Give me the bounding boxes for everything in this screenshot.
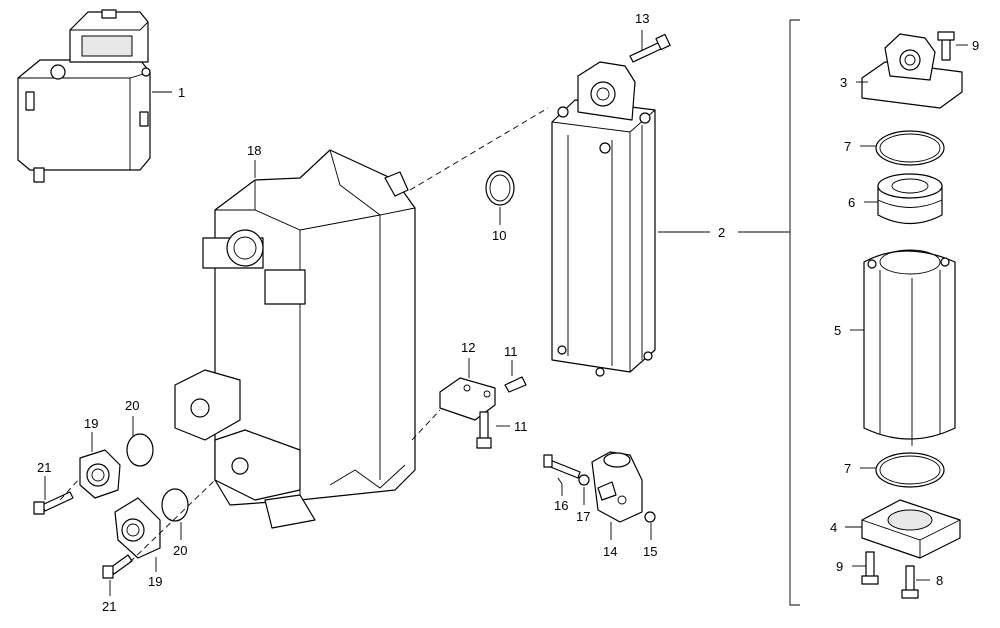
callout-7-lower: 7 <box>844 461 851 476</box>
part-20-o-ring-upper <box>126 433 154 467</box>
callout-21-upper: 21 <box>37 460 51 475</box>
callout-13: 13 <box>635 11 649 26</box>
part-13-bolt <box>629 33 671 63</box>
callout-11-upper: 11 <box>504 344 518 359</box>
part-21-bolt-lower <box>102 554 133 579</box>
part-2-cartridge-housing <box>551 61 656 377</box>
callout-11-lower: 11 <box>514 419 528 434</box>
part-18-housing <box>174 149 416 529</box>
callout-21-lower: 21 <box>102 599 116 614</box>
part-11-bolt-a <box>504 376 527 393</box>
callout-9-top: 9 <box>972 38 979 53</box>
part-11-bolt-b <box>476 411 492 449</box>
callout-7-upper: 7 <box>844 139 851 154</box>
callout-12: 12 <box>461 340 475 355</box>
callout-10: 10 <box>492 228 506 243</box>
group-bracket <box>789 19 800 606</box>
part-8-bolt <box>901 565 919 599</box>
part-19-flange-lower <box>114 497 161 559</box>
part-17-seal <box>578 474 590 486</box>
assembly-dashed-lines <box>59 107 549 563</box>
part-7-o-ring-lower <box>875 452 945 488</box>
part-7-o-ring-upper <box>875 130 945 166</box>
part-20-o-ring-lower <box>161 488 189 522</box>
part-19-flange-upper <box>79 449 121 499</box>
callout-8: 8 <box>936 573 943 588</box>
callout-5: 5 <box>834 323 841 338</box>
callout-16: 16 <box>554 498 568 513</box>
part-15-seal <box>644 511 656 523</box>
callout-19-upper: 19 <box>84 416 98 431</box>
callout-20-upper: 20 <box>125 398 139 413</box>
part-4-bottom-cover <box>861 499 961 559</box>
part-3-cover <box>861 33 963 109</box>
callout-1: 1 <box>178 85 185 100</box>
leader-lines <box>44 30 968 596</box>
part-9-bolt-top <box>937 31 955 61</box>
callout-15: 15 <box>643 544 657 559</box>
part-1-filter-head <box>17 9 151 183</box>
part-5-filter-element <box>863 249 956 446</box>
part-10-o-ring <box>485 170 515 206</box>
callout-19-lower: 19 <box>148 574 162 589</box>
part-21-bolt-upper <box>33 491 74 515</box>
callout-18: 18 <box>247 143 261 158</box>
callout-17: 17 <box>576 509 590 524</box>
callout-2: 2 <box>718 225 725 240</box>
callout-labels: 1 2 3 9 7 6 5 7 4 9 8 10 13 18 12 11 11 … <box>37 11 979 614</box>
part-6-element-cap <box>877 173 943 224</box>
callout-4: 4 <box>830 520 837 535</box>
part-16-bolt <box>543 454 581 479</box>
callout-6: 6 <box>848 195 855 210</box>
callout-20-lower: 20 <box>173 543 187 558</box>
part-12-bracket <box>439 377 496 421</box>
callout-14: 14 <box>603 544 617 559</box>
part-14-valve-block <box>591 451 643 523</box>
callout-3: 3 <box>840 75 847 90</box>
part-9-bolt-bottom <box>861 551 879 585</box>
callout-9-bottom: 9 <box>836 559 843 574</box>
